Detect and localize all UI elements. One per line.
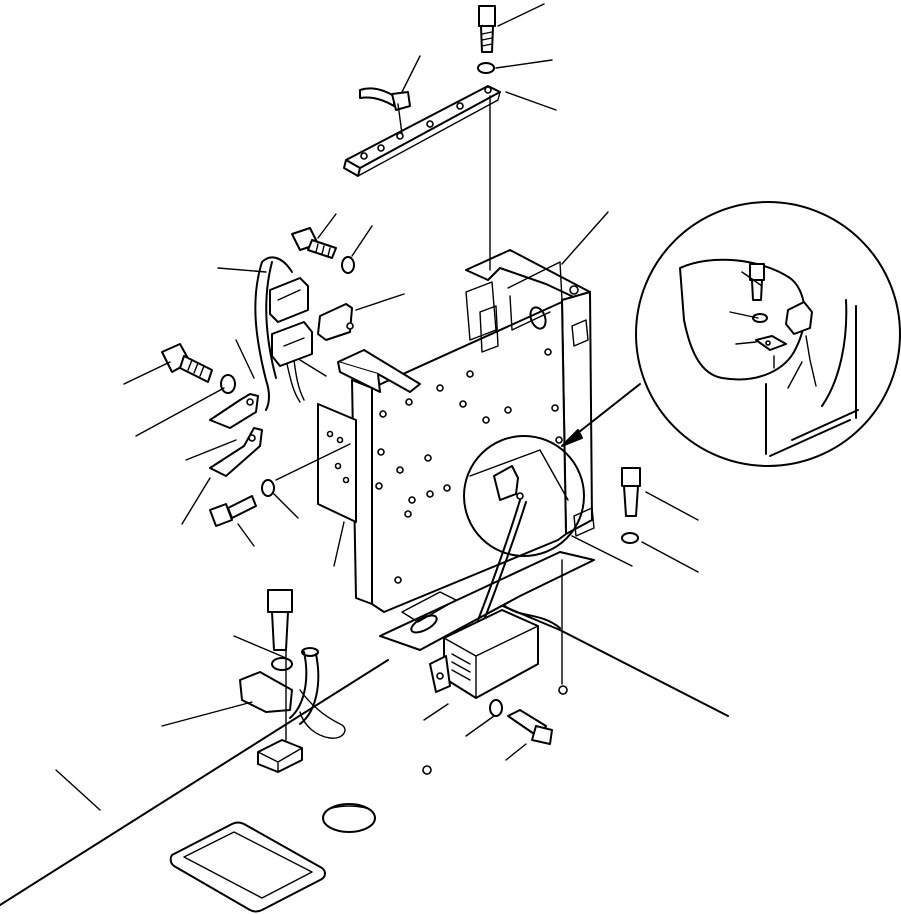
regulator — [429, 609, 539, 699]
lower-left-washer — [261, 479, 275, 497]
ground-terminal-upper — [209, 393, 259, 429]
top-washer — [477, 62, 495, 74]
detail-arrow — [561, 383, 641, 447]
base-plate — [0, 603, 729, 906]
left-bolt — [161, 343, 213, 383]
spacer-block — [257, 739, 303, 773]
connector-upper — [269, 277, 309, 323]
lower-left-bolt — [209, 495, 257, 527]
top-strip-bracket — [343, 85, 501, 177]
wire-clip — [317, 303, 354, 341]
left-washer — [220, 374, 236, 394]
hose-clamp — [359, 87, 411, 135]
floor-access-cover — [169, 821, 326, 913]
floor-small-hole — [422, 765, 432, 775]
main-bracket-frame — [351, 249, 595, 651]
callout-leaders — [55, 3, 803, 811]
sensor-zoom-circle — [463, 435, 585, 621]
floor-bolt — [267, 589, 293, 651]
right-washer — [621, 532, 639, 544]
right-bolt — [621, 467, 641, 517]
side-plate — [317, 403, 357, 523]
regulator-washer — [489, 699, 503, 717]
mount-angle-bracket — [337, 349, 421, 393]
regulator-bolt — [507, 709, 553, 745]
floor-hose — [239, 647, 346, 739]
connector-lower — [271, 321, 313, 367]
top-bolt — [478, 5, 496, 53]
floor-washer — [271, 657, 293, 671]
floor-round-hole — [322, 803, 376, 833]
wire-harness — [254, 256, 305, 411]
frame-holes — [375, 348, 563, 584]
mid-washer — [341, 256, 355, 274]
floor-small-hole — [558, 685, 568, 695]
mid-bolt — [291, 227, 337, 259]
ground-terminal-lower — [209, 427, 263, 477]
detail-inset — [635, 201, 901, 467]
